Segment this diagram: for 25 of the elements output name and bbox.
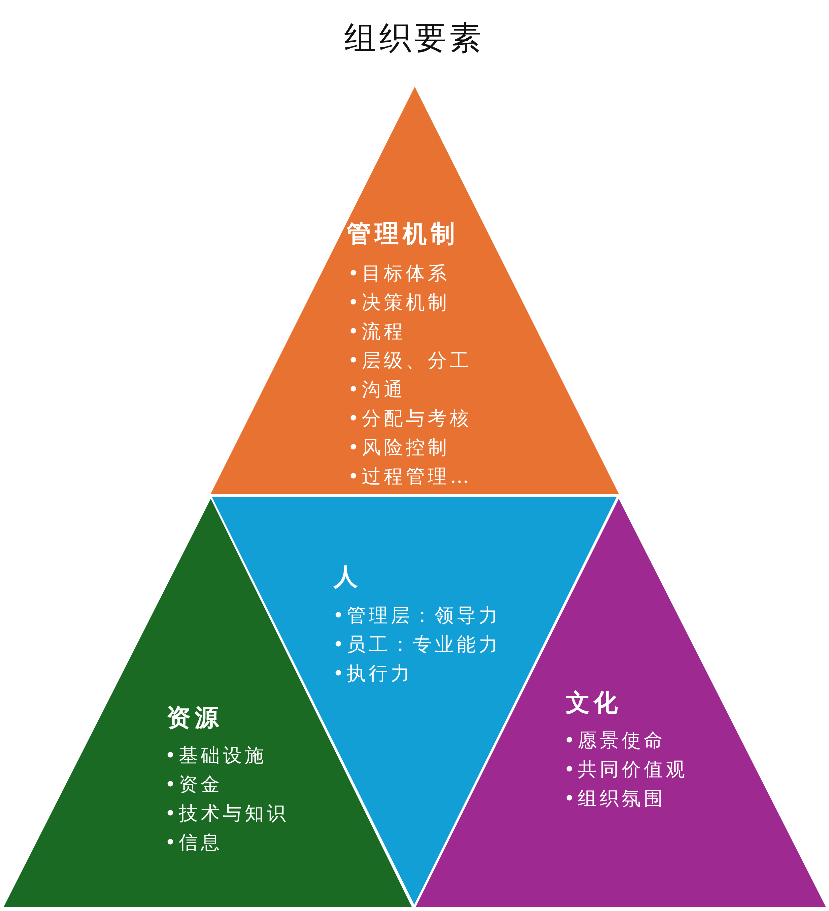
- bullet-item: •基础设施: [165, 744, 268, 769]
- segment-heading: 文化: [566, 688, 622, 718]
- bullet-item: •决策机制: [348, 291, 450, 316]
- bullet-item: •沟通: [348, 378, 406, 403]
- diagram-title: 组织要素: [344, 18, 484, 59]
- bullet-item: •层级、分工: [348, 349, 472, 374]
- bullet-item: •资金: [165, 773, 224, 798]
- segment-heading: 人: [334, 562, 362, 592]
- bullet-item: •员工：专业能力: [333, 633, 502, 658]
- bullet-item: •流程: [348, 320, 406, 345]
- segment-heading: 资源: [167, 703, 223, 733]
- bullet-item: •分配与考核: [348, 407, 472, 432]
- bullet-item: •共同价值观: [564, 758, 688, 783]
- bullet-item: •愿景使命: [564, 729, 666, 754]
- bullet-item: •组织氛围: [564, 787, 666, 812]
- bullet-item: •管理层：领导力: [333, 604, 502, 629]
- upright-triangle: [4, 499, 412, 907]
- bullet-item: •风险控制: [348, 436, 450, 461]
- bullet-item: •技术与知识: [165, 802, 290, 827]
- upright-triangle: [211, 87, 619, 494]
- bullet-item: •信息: [165, 831, 224, 856]
- bullet-item: •目标体系: [348, 262, 450, 287]
- bullet-item: •执行力: [333, 662, 414, 687]
- segment-heading: 管理机制: [347, 219, 459, 249]
- bullet-item: •过程管理…: [348, 465, 472, 490]
